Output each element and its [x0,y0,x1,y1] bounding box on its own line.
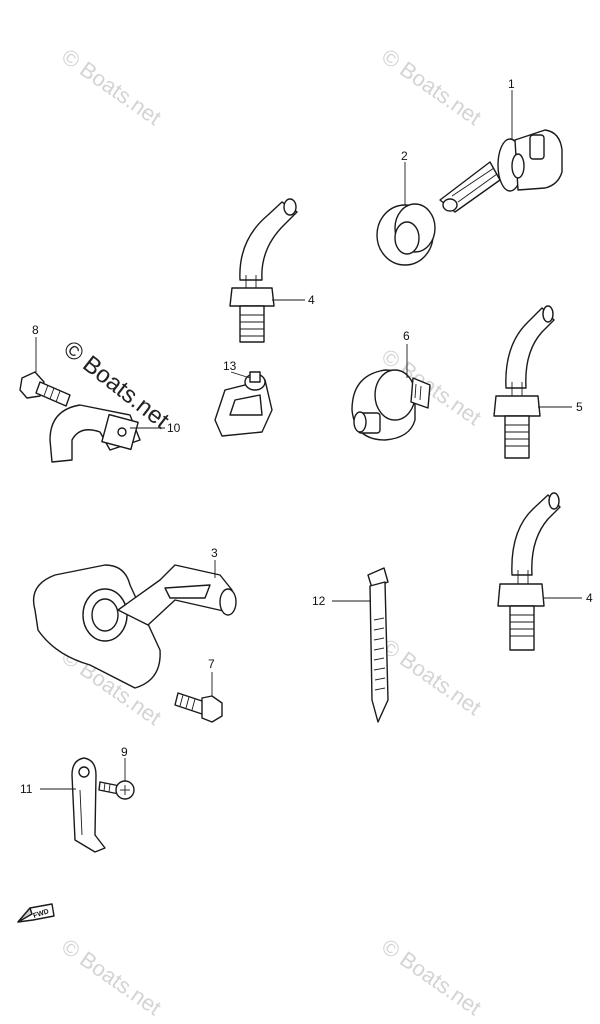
part-6-switch: 6 [351,329,431,441]
part-2-grommet: 2 [376,149,436,266]
callout-10: 10 [167,421,181,435]
part-10-clamp: 10 [49,404,181,463]
part-5-sensor: 5 [493,305,583,459]
callout-1: 1 [508,77,515,91]
callout-2: 2 [401,149,408,163]
fwd-arrow-icon: FWD [17,903,55,923]
callout-13: 13 [223,359,237,373]
watermark-top-right: © Boats.net [377,44,486,131]
part-11-strap: 11 [20,757,106,853]
callout-7: 7 [208,657,215,671]
part-7-bolt: 7 [174,657,223,723]
watermark-bottom-right: © Boats.net [377,934,486,1021]
part-1-connector: 1 [439,77,563,213]
watermark-bottom-left: © Boats.net [57,934,166,1021]
part-13-clip: 13 [214,359,273,437]
part-12-cable-tie: 12 [312,567,389,723]
callout-5: 5 [576,400,583,414]
part-4-sensor-top: 4 [229,198,315,343]
part-9-screw: 9 [98,745,135,800]
callout-6: 6 [403,329,410,343]
callout-3: 3 [211,546,218,560]
callout-9: 9 [121,745,128,759]
fwd-label: FWD [32,908,49,920]
watermark-lower-right: © Boats.net [377,634,486,721]
part-8-bolt: 8 [19,323,71,407]
part-3-bracket: 3 [32,546,237,689]
part-4-sensor-bottom: 4 [497,492,593,651]
callout-8: 8 [32,323,39,337]
callout-12: 12 [312,594,326,608]
watermark-top-left: © Boats.net [57,44,166,131]
callout-11: 11 [20,782,33,796]
watermark-layer: © Boats.net © Boats.net © Boats.net © Bo… [57,44,486,1021]
callout-4-top: 4 [308,293,315,307]
callout-4-bottom: 4 [586,591,593,605]
